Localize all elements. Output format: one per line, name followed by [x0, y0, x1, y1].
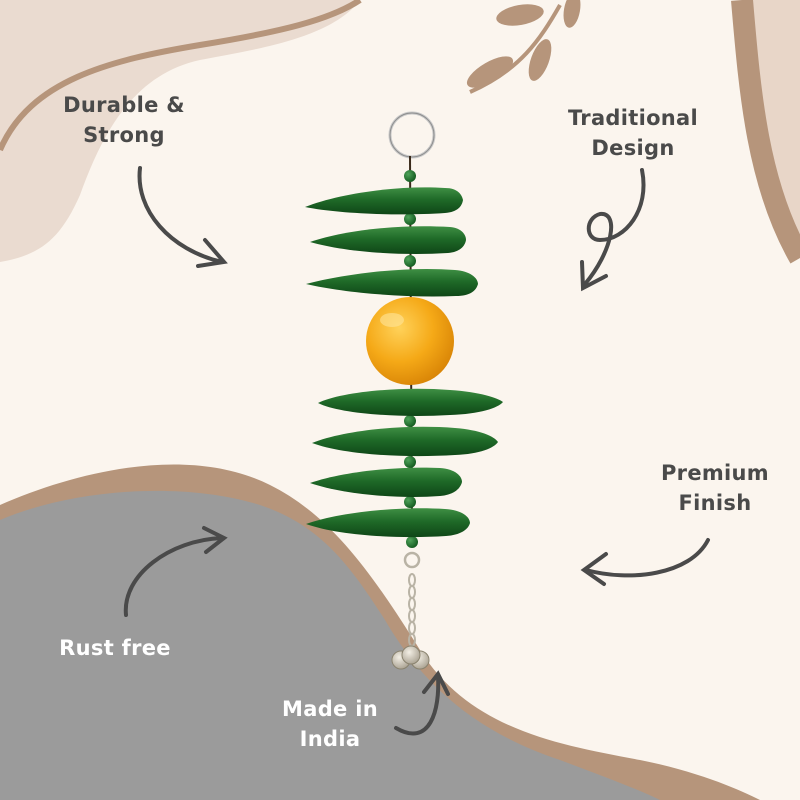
feature-premium-line2: Finish: [678, 491, 752, 515]
feature-india-line1: Made in: [282, 697, 378, 721]
product-image: [305, 111, 503, 670]
arrow-premium: [580, 538, 710, 586]
right-brown-curve: [731, 0, 800, 264]
ghungroo-bells: [391, 645, 430, 670]
okra-upper: [305, 187, 478, 297]
feature-premium-line1: Premium: [660, 461, 769, 485]
feature-premium: Premium Finish: [640, 458, 790, 518]
feature-india-line2: India: [299, 727, 361, 751]
feature-durable-line1: Durable &: [63, 93, 185, 117]
arrow-rust: [123, 526, 228, 617]
feature-traditional: Traditional Design: [548, 103, 718, 163]
feature-durable-line2: Strong: [83, 123, 165, 147]
yellow-center-bead: [366, 297, 454, 385]
feature-traditional-line2: Design: [591, 136, 675, 160]
chain-link: [403, 551, 421, 569]
feature-traditional-line1: Traditional: [567, 106, 699, 130]
feature-durable: Durable & Strong: [44, 90, 204, 150]
top-left-brown-curve: [0, 0, 362, 152]
leaf-branch: [466, 0, 581, 94]
feature-rust: Rust free: [40, 633, 190, 663]
bottom-gray-panel: [0, 490, 660, 800]
top-left-blob: [0, 0, 360, 262]
feature-rust-line1: Rust free: [59, 636, 171, 660]
arrow-durable: [137, 166, 228, 268]
small-green-beads: [404, 170, 418, 548]
arrow-india: [394, 670, 450, 736]
feature-india: Made in India: [255, 694, 405, 754]
arrow-traditional: [580, 168, 646, 292]
okra-lower: [306, 388, 503, 538]
